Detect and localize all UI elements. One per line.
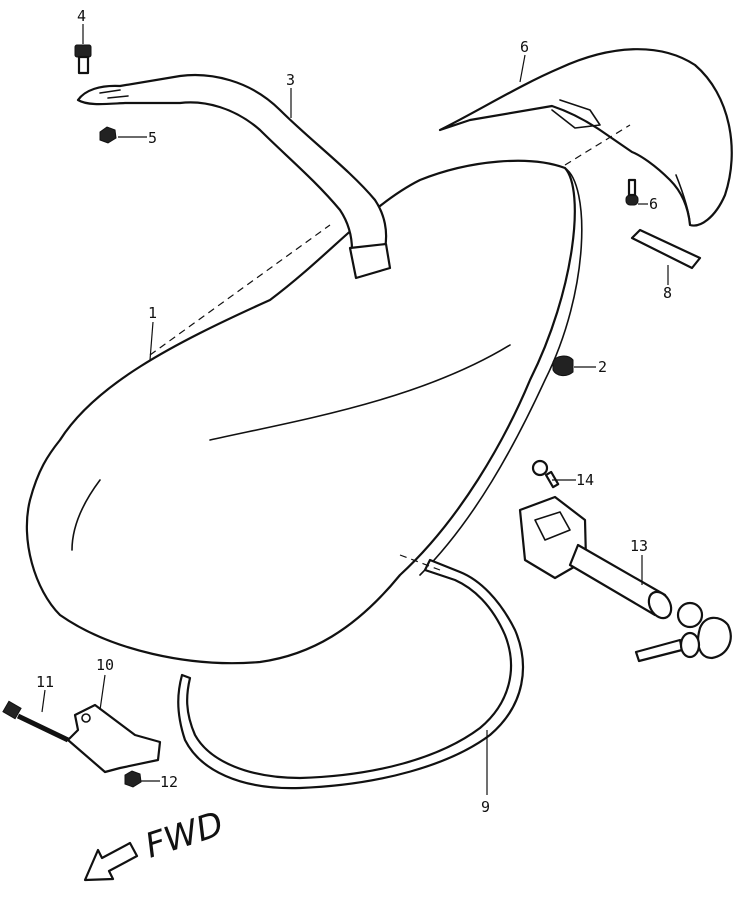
forward-direction-label: FWD xyxy=(140,804,228,867)
rear-cover-hidden-line xyxy=(564,124,631,166)
callout-13: 13 xyxy=(630,537,648,555)
bolt-head-11 xyxy=(2,700,22,720)
bracket-part-10[interactable] xyxy=(66,703,162,774)
keys[interactable] xyxy=(634,601,732,663)
nut-part-12[interactable] xyxy=(124,770,142,788)
leader-11 xyxy=(41,689,46,713)
forward-direction-indicator: FWD xyxy=(83,804,228,882)
trim-strip-outline xyxy=(177,558,525,790)
bolt-part-4[interactable] xyxy=(74,44,92,75)
screw-part-6[interactable] xyxy=(625,178,639,206)
key-ring-2 xyxy=(696,616,732,660)
callout-2: 2 xyxy=(598,358,607,376)
callout-9: 9 xyxy=(481,798,490,816)
rear-cover-outline xyxy=(438,48,733,227)
rear-cover-mount-tab xyxy=(551,99,601,129)
callout-labels: 4 5 3 6 6 8 1 2 14 13 9 10 11 12 xyxy=(36,7,672,816)
trim-strip-part[interactable] xyxy=(177,554,525,790)
nut-body-5 xyxy=(99,126,117,144)
callout-12: 12 xyxy=(160,773,178,791)
seat-front-contour xyxy=(71,479,101,551)
seat-mount-hidden-line xyxy=(149,224,331,356)
callout-4: 4 xyxy=(77,7,86,25)
bolt-shank-11 xyxy=(16,713,70,743)
bolt-part-11[interactable] xyxy=(2,700,70,743)
cap-part-2[interactable] xyxy=(552,355,574,377)
leader-1 xyxy=(149,321,154,361)
key-head xyxy=(679,631,701,659)
rear-cover-part[interactable] xyxy=(438,48,733,227)
grab-bar-part[interactable] xyxy=(76,73,392,280)
callout-10: 10 xyxy=(96,656,114,674)
lock-cylinder-face xyxy=(647,590,673,620)
bracket-outline xyxy=(66,703,162,774)
leader-lines xyxy=(41,24,669,795)
leader-6a xyxy=(519,54,526,83)
callout-1: 1 xyxy=(148,304,157,322)
screw-head-6 xyxy=(625,194,639,206)
callout-6-top: 6 xyxy=(520,38,529,56)
key-blade xyxy=(634,638,684,663)
callout-6-screw: 6 xyxy=(649,195,658,213)
key-ring-1 xyxy=(676,601,704,629)
bracket-hole xyxy=(81,713,91,723)
grab-bar-outline xyxy=(76,73,388,252)
bolt-head-4 xyxy=(74,44,92,58)
callout-3: 3 xyxy=(286,71,295,89)
cap-body-2 xyxy=(552,355,574,377)
callout-5: 5 xyxy=(148,129,157,147)
grab-bar-mount-slot xyxy=(99,89,129,99)
lock-housing-detail xyxy=(534,511,571,541)
callout-11: 11 xyxy=(36,673,54,691)
seat-part[interactable] xyxy=(25,159,583,665)
seat-lock-part-13[interactable] xyxy=(518,495,676,622)
cushion-pad-part-8[interactable] xyxy=(630,228,702,270)
leader-10 xyxy=(99,674,106,711)
forward-arrow-icon xyxy=(83,841,139,882)
rear-cover-inner-edge xyxy=(675,174,691,226)
screw-shank-6 xyxy=(627,178,637,197)
screw-part-14[interactable] xyxy=(531,459,560,489)
seat-side-line xyxy=(419,167,583,576)
nut-part-5[interactable] xyxy=(99,126,117,144)
seat-outline xyxy=(25,159,576,665)
callout-14: 14 xyxy=(576,471,594,489)
grab-bar-foot xyxy=(348,242,392,280)
nut-body-12 xyxy=(124,770,142,788)
screw-head-14 xyxy=(531,459,549,477)
bolt-shank-4 xyxy=(77,55,90,75)
cushion-pad-outline xyxy=(630,228,702,270)
seat-crease-line xyxy=(209,344,511,441)
callout-8: 8 xyxy=(663,284,672,302)
